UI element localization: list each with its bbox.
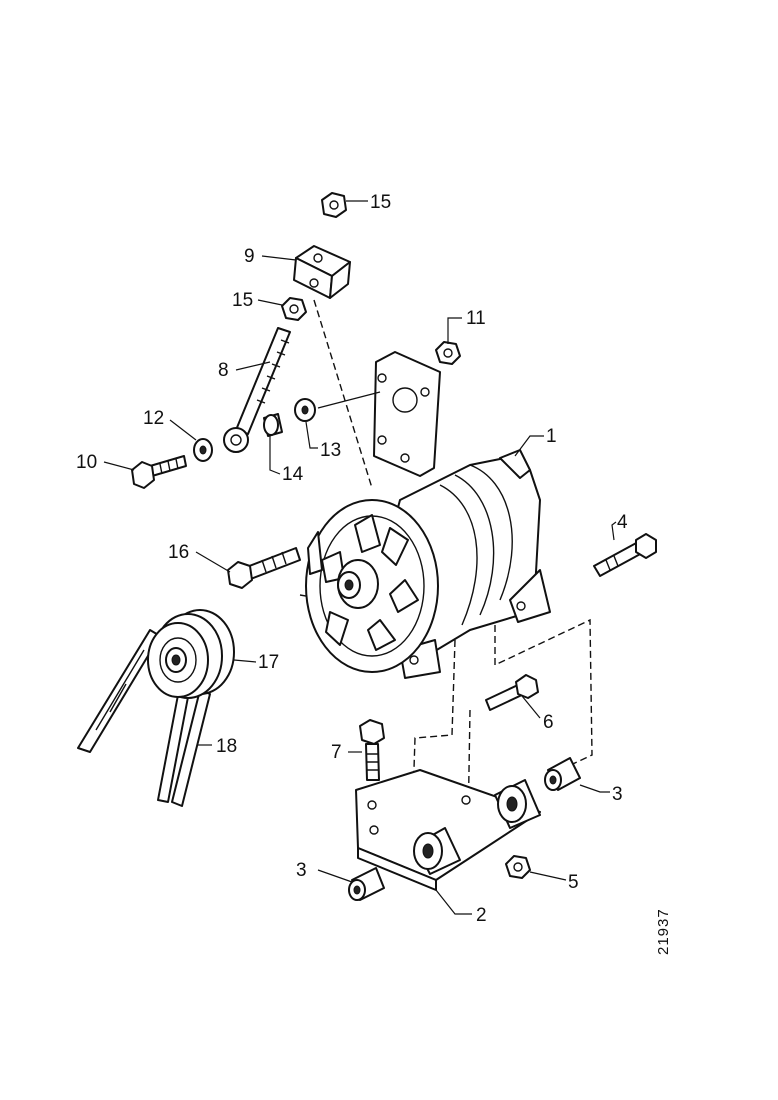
callout-11: 11 [466,308,486,329]
figure-number: 21937 [655,908,672,955]
washer-12 [193,438,213,462]
nut-5 [505,855,531,879]
nut-11 [435,341,461,365]
callout-8: 8 [218,360,229,381]
callout-16: 16 [168,542,189,563]
callout-3-right: 3 [612,784,623,805]
callout-9: 9 [244,246,255,267]
bolt-7 [359,719,385,781]
callout-12: 12 [143,408,164,429]
callout-13: 13 [320,440,341,461]
adjusting-rod [223,327,291,453]
pulley [147,609,235,699]
leader-lines [103,200,617,915]
spacer-14 [263,413,283,437]
spacer-3-left [348,867,385,901]
callout-10: 10 [76,452,97,473]
callout-17: 17 [258,652,279,673]
top-nut [321,192,347,218]
callout-6: 6 [543,712,554,733]
washer-13 [294,398,316,422]
spacer-3-right [544,757,581,791]
tension-plate [317,351,441,477]
callout-15-top: 15 [370,192,391,213]
lower-nut [281,297,307,321]
callout-7: 7 [331,742,342,763]
bolt-4 [593,533,657,577]
bolt-6 [485,674,539,711]
callout-4: 4 [617,512,628,533]
bolt-10 [131,455,187,489]
alternator-body [305,449,551,679]
callout-2: 2 [476,905,487,926]
callout-1: 1 [546,426,557,447]
callout-14: 14 [282,464,304,485]
callout-15-lower: 15 [232,290,253,311]
callout-18: 18 [216,736,237,757]
belt [77,629,211,807]
mounting-bracket [355,769,541,891]
callout-3-left: 3 [296,860,307,881]
adjuster-bracket-block [293,245,351,299]
callout-labels: 1 2 3 3 4 5 6 7 8 9 10 11 12 13 14 15 15… [76,192,628,926]
pivot-bolt [227,547,301,589]
callout-5: 5 [568,872,579,893]
